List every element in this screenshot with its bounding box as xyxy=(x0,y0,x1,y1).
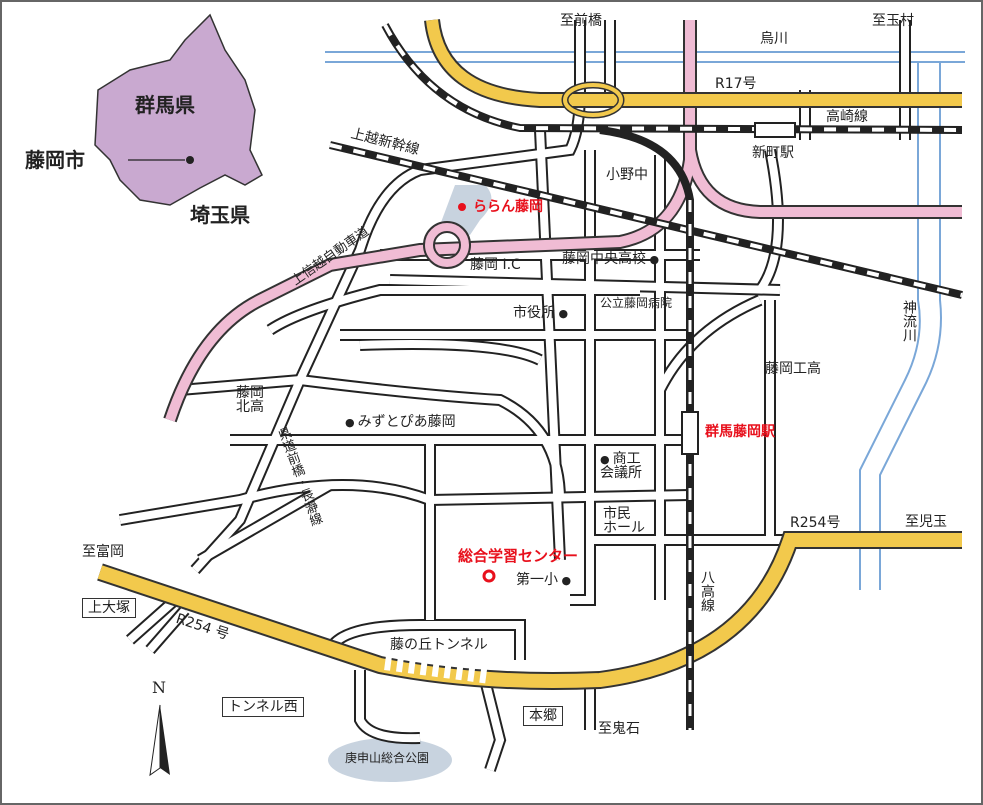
label-hachiko-line: 八高線 xyxy=(699,570,715,612)
label-city-hall: 市役所 xyxy=(513,306,568,320)
road-fill xyxy=(356,670,421,743)
road-fill xyxy=(481,679,505,772)
label-fujioka-city: 藤岡市 xyxy=(25,148,85,172)
label-shinmachi-station: 新町駅 xyxy=(752,145,794,161)
road xyxy=(654,294,763,393)
label-civic-hall: 市民 ホール xyxy=(603,506,645,536)
road-fill xyxy=(267,286,640,334)
label-fujioka-ic: 藤岡 I.C xyxy=(470,257,521,273)
label-koshinyama-park: 庚申山総合公園 xyxy=(345,751,430,765)
expressway xyxy=(163,20,962,423)
label-saitama: 埼玉県 xyxy=(190,203,250,227)
label-tunnel-west: トンネル西 xyxy=(222,697,304,717)
road-fill xyxy=(119,481,691,524)
label-raran-fujioka[interactable]: ららん藤岡 xyxy=(473,199,543,215)
label-to-tomioka: 至富岡 xyxy=(82,544,124,560)
national-highways xyxy=(97,18,962,690)
label-daiichi-es: 第一小 xyxy=(516,573,571,587)
north-arrow-icon xyxy=(149,704,170,777)
rivers xyxy=(325,51,965,590)
label-kita-hs: 藤岡 北高 xyxy=(236,385,264,415)
label-r17: R17号 xyxy=(715,76,757,92)
label-hospital: 公立藤岡病院 xyxy=(600,296,673,310)
label-karasu-river: 烏川 xyxy=(760,31,788,47)
label-kamiotsuka: 上大塚 xyxy=(82,598,136,618)
road-fill xyxy=(359,340,542,364)
label-gunma: 群馬県 xyxy=(135,93,195,117)
label-learning-center[interactable]: 総合学習センター xyxy=(458,547,579,565)
road-fill xyxy=(656,296,762,392)
park-area xyxy=(328,738,452,782)
railways xyxy=(329,23,963,730)
road-fill xyxy=(146,607,189,653)
label-chuo-hs: 藤岡中央高校 xyxy=(562,252,659,266)
road-fill xyxy=(389,276,781,294)
gunma-shape xyxy=(94,13,263,206)
label-to-tamamura: 至玉村 xyxy=(872,13,914,29)
road-fill xyxy=(179,375,564,501)
label-to-maebashi: 至前橋 xyxy=(560,13,602,29)
road-fill xyxy=(756,149,782,293)
label-ono-jhs: 小野中 xyxy=(606,167,648,183)
label-takasaki-line: 高崎線 xyxy=(826,109,868,125)
label-chamber-of-commerce: 商工 会議所 xyxy=(600,452,642,480)
label-tunnel: 藤の丘トンネル xyxy=(390,637,488,653)
label-gunma-fujioka-station: 群馬藤岡駅 xyxy=(705,424,775,440)
label-to-kodama: 至児玉 xyxy=(905,514,947,530)
compass-n: N xyxy=(152,678,166,697)
label-mizutopia: みずとぴあ藤岡 xyxy=(345,415,456,429)
label-kanna-river: 神流川 xyxy=(901,300,917,342)
road-fill xyxy=(127,597,178,643)
road-fill xyxy=(570,150,594,604)
label-hongo: 本郷 xyxy=(523,706,563,726)
road-fill xyxy=(198,481,332,564)
label-r254-east: R254号 xyxy=(790,515,841,531)
label-kogyo-hs: 藤岡工高 xyxy=(765,361,821,377)
label-to-onishi: 至鬼石 xyxy=(598,721,640,737)
